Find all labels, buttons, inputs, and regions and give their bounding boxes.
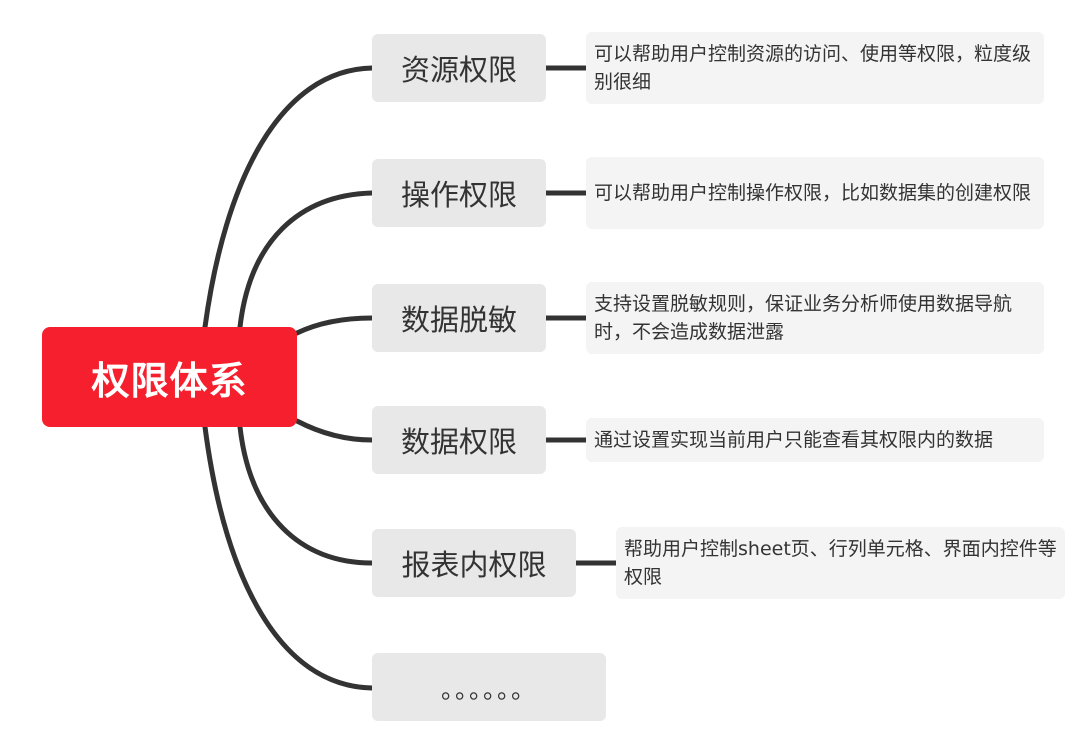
branch-node-data[interactable]: 数据权限 [372,406,546,474]
branch-node-more[interactable]: 。。。。。。 [372,653,606,721]
root-node[interactable]: 权限体系 [42,327,297,427]
desc-node-operation[interactable]: 可以帮助用户控制操作权限，比如数据集的创建权限 [586,157,1044,229]
desc-node-data[interactable]: 通过设置实现当前用户只能查看其权限内的数据 [586,418,1044,462]
desc-node-masking[interactable]: 支持设置脱敏规则，保证业务分析师使用数据导航时，不会造成数据泄露 [586,282,1044,354]
desc-node-resource[interactable]: 可以帮助用户控制资源的访问、使用等权限，粒度级别很细 [586,32,1044,104]
branch-node-masking[interactable]: 数据脱敏 [372,284,546,352]
connector-branch-1 [202,65,375,330]
branch-node-operation[interactable]: 操作权限 [372,159,546,227]
branch-node-report[interactable]: 报表内权限 [372,529,576,597]
desc-node-report[interactable]: 帮助用户控制sheet页、行列单元格、界面内控件等权限 [616,527,1065,599]
connector-branch-3 [294,315,375,336]
connector-branch-6 [202,424,375,691]
connector-branch-2 [237,190,375,330]
connector-branch-4 [294,418,375,443]
branch-node-resource[interactable]: 资源权限 [372,34,546,102]
connector-branch-5 [237,424,375,566]
